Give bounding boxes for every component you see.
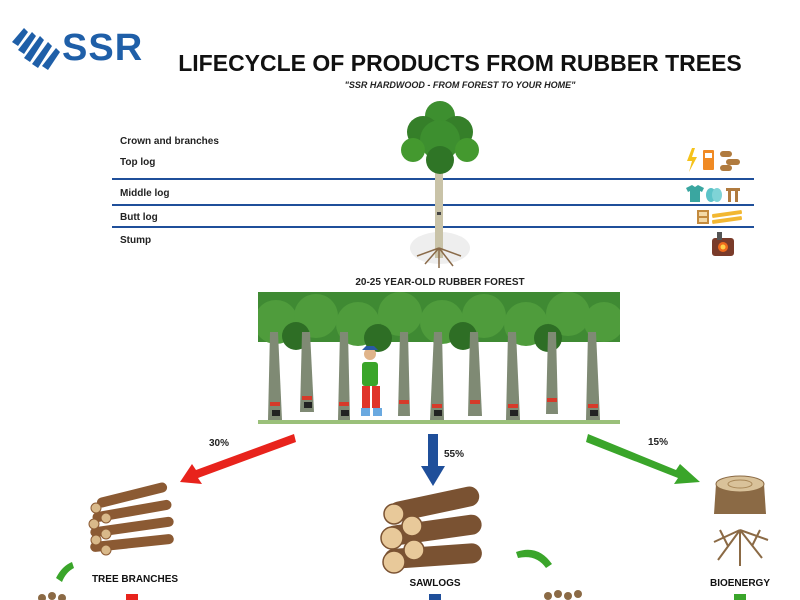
divider-middle-butt [112,204,754,206]
bottom-middle-fragments [516,549,582,600]
wood-pellets-icon [720,151,740,171]
roots-image [713,529,769,566]
page-subtitle: "SSR HARDWOOD - FROM FOREST TO YOUR HOME… [344,80,576,90]
table-icon [726,188,740,202]
ssr-logo [12,28,60,70]
plank-icon [711,210,743,224]
label-middle-log: Middle log [120,188,170,199]
label-bioenergy: BIOENERGY [709,578,770,589]
fabric-roll-icon [706,188,722,202]
arrow-sawlogs [421,434,445,486]
page-title: LIFECYCLE OF PRODUCTS FROM RUBBER TREES [178,50,742,76]
lightning-icon [687,148,697,172]
stump-icons [712,232,734,256]
sawlogs-illustration [380,486,482,574]
sawlogs-bar [429,594,441,600]
arrow-bioenergy [586,434,700,484]
flow-arrows [180,434,700,486]
brand-name: SSR [62,27,144,69]
percent-bioenergy: 15% [648,437,669,448]
tree-branches-bar [126,594,138,600]
label-tree-branches: TREE BRANCHES [91,574,179,585]
tree-branches-illustration [88,482,174,556]
middle-log-icons [686,185,740,202]
bottom-left-fragments [38,562,74,600]
furnace-icon [712,232,734,256]
label-sawlogs: SAWLOGS [409,578,461,589]
label-top-log: Top log [120,157,156,168]
arrow-tree-branches [180,434,296,484]
top-log-icons [687,148,740,172]
bioenergy-bar [734,594,746,600]
bioenergy-illustration [713,475,769,566]
divider-top-middle [112,178,754,180]
butt-log-icons [697,210,743,224]
tshirt-icon [686,185,704,202]
forest-label: 20-25 YEAR-OLD RUBBER FOREST [355,277,525,288]
rubber-tree-illustration [401,101,479,268]
percent-tree-branches: 30% [209,438,230,449]
rubber-forest-illustration [258,292,620,424]
cabinet-icon [697,210,709,224]
stump-image [714,475,766,514]
label-stump: Stump [120,235,152,246]
label-crown-and-branches: Crown and branches [120,136,219,147]
divider-butt-stump [112,226,754,228]
percent-sawlogs: 55% [444,449,465,460]
label-butt-log: Butt log [120,212,158,223]
rubber-tapper-figure [361,346,382,416]
